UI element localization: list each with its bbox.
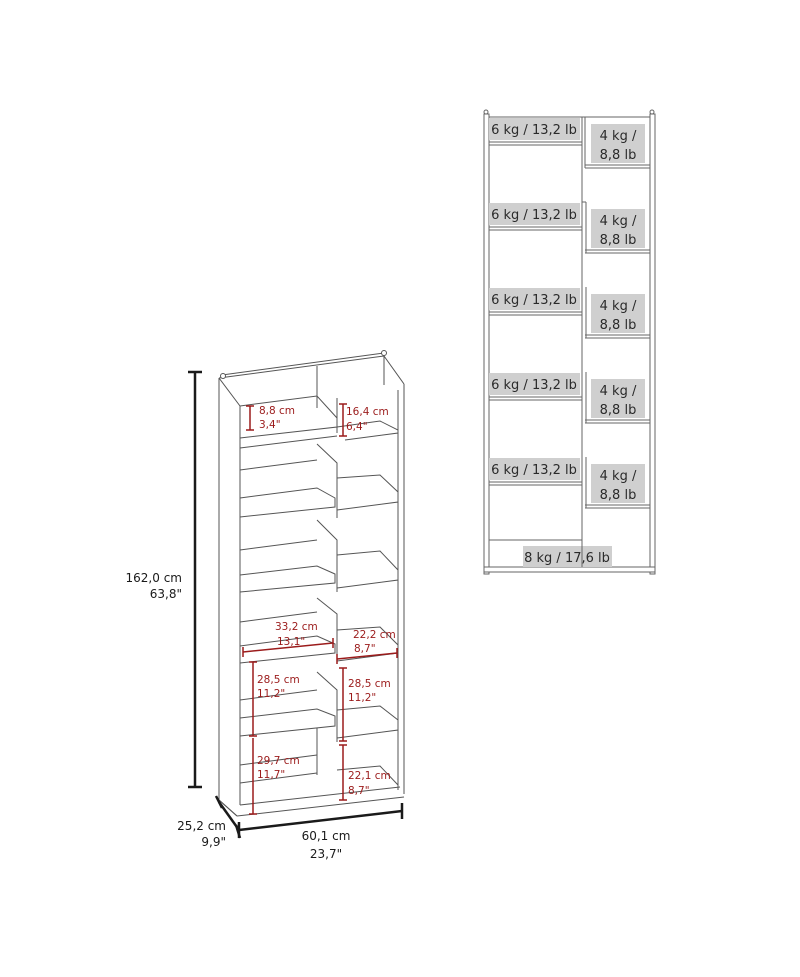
width-dimension-line (237, 803, 404, 838)
bottom-load-label-bg (523, 546, 612, 567)
width-in: 23,7" (310, 847, 342, 861)
right-load-label-line2: 8,8 lb (600, 318, 637, 333)
right-bottom-compartment-in: 8,7" (348, 785, 370, 797)
left-lower-compartment-cm: 28,5 cm (257, 674, 300, 686)
left-load-labels: 6 kg / 13,2 lb 6 kg / 13,2 lb 6 kg / 13,… (489, 118, 580, 480)
right-load-labels: 4 kg / 8,8 lb 4 kg / 8,8 lb 4 kg / 8,8 l… (591, 124, 645, 503)
top-right-gap-in: 6,4" (346, 421, 368, 433)
internal-dimension-lines (242, 403, 398, 815)
left-load-label: 6 kg / 13,2 lb (491, 123, 577, 138)
left-bottom-compartment-cm: 29,7 cm (257, 755, 300, 767)
right-bottom-compartment-cm: 22,1 cm (348, 770, 391, 782)
top-left-gap-cm: 8,8 cm (259, 405, 295, 417)
right-load-label-line1: 4 kg / (600, 469, 637, 484)
top-left-gap-in: 3,4" (259, 419, 281, 431)
right-load-label-line1: 4 kg / (600, 299, 637, 314)
bookcase-outline (218, 350, 405, 817)
left-lower-compartment-in: 11,2" (257, 688, 285, 700)
left-shelf-width-cm: 33,2 cm (275, 621, 318, 633)
left-load-label: 6 kg / 13,2 lb (491, 293, 577, 308)
left-bottom-compartment-in: 11,7" (257, 769, 285, 781)
right-load-label-line1: 4 kg / (600, 384, 637, 399)
right-load-label-line2: 8,8 lb (600, 233, 637, 248)
left-load-label: 6 kg / 13,2 lb (491, 208, 577, 223)
right-load-label-line1: 4 kg / (600, 214, 637, 229)
width-cm: 60,1 cm (302, 829, 351, 843)
right-load-label-line2: 8,8 lb (600, 403, 637, 418)
right-lower-compartment-in: 11,2" (348, 692, 376, 704)
right-load-label-line2: 8,8 lb (600, 488, 637, 503)
bottom-load-label: 8 kg / 17,6 lb (524, 551, 610, 566)
right-load-label-line2: 8,8 lb (600, 148, 637, 163)
height-cm: 162,0 cm (126, 571, 182, 585)
height-in: 63,8" (150, 587, 182, 601)
right-load-label-line1: 4 kg / (600, 129, 637, 144)
right-shelf-width-in: 8,7" (354, 643, 376, 655)
right-lower-compartment-cm: 28,5 cm (348, 678, 391, 690)
left-load-label: 6 kg / 13,2 lb (491, 378, 577, 393)
left-shelf-width-in: 13,1" (277, 636, 305, 648)
front-view-outline (483, 109, 656, 575)
depth-in: 9,9" (201, 835, 226, 849)
left-load-label: 6 kg / 13,2 lb (491, 463, 577, 478)
right-shelf-width-cm: 22,2 cm (353, 629, 396, 641)
depth-cm: 25,2 cm (177, 819, 226, 833)
top-right-gap-cm: 16,4 cm (346, 406, 389, 418)
height-dimension-line (188, 370, 202, 789)
